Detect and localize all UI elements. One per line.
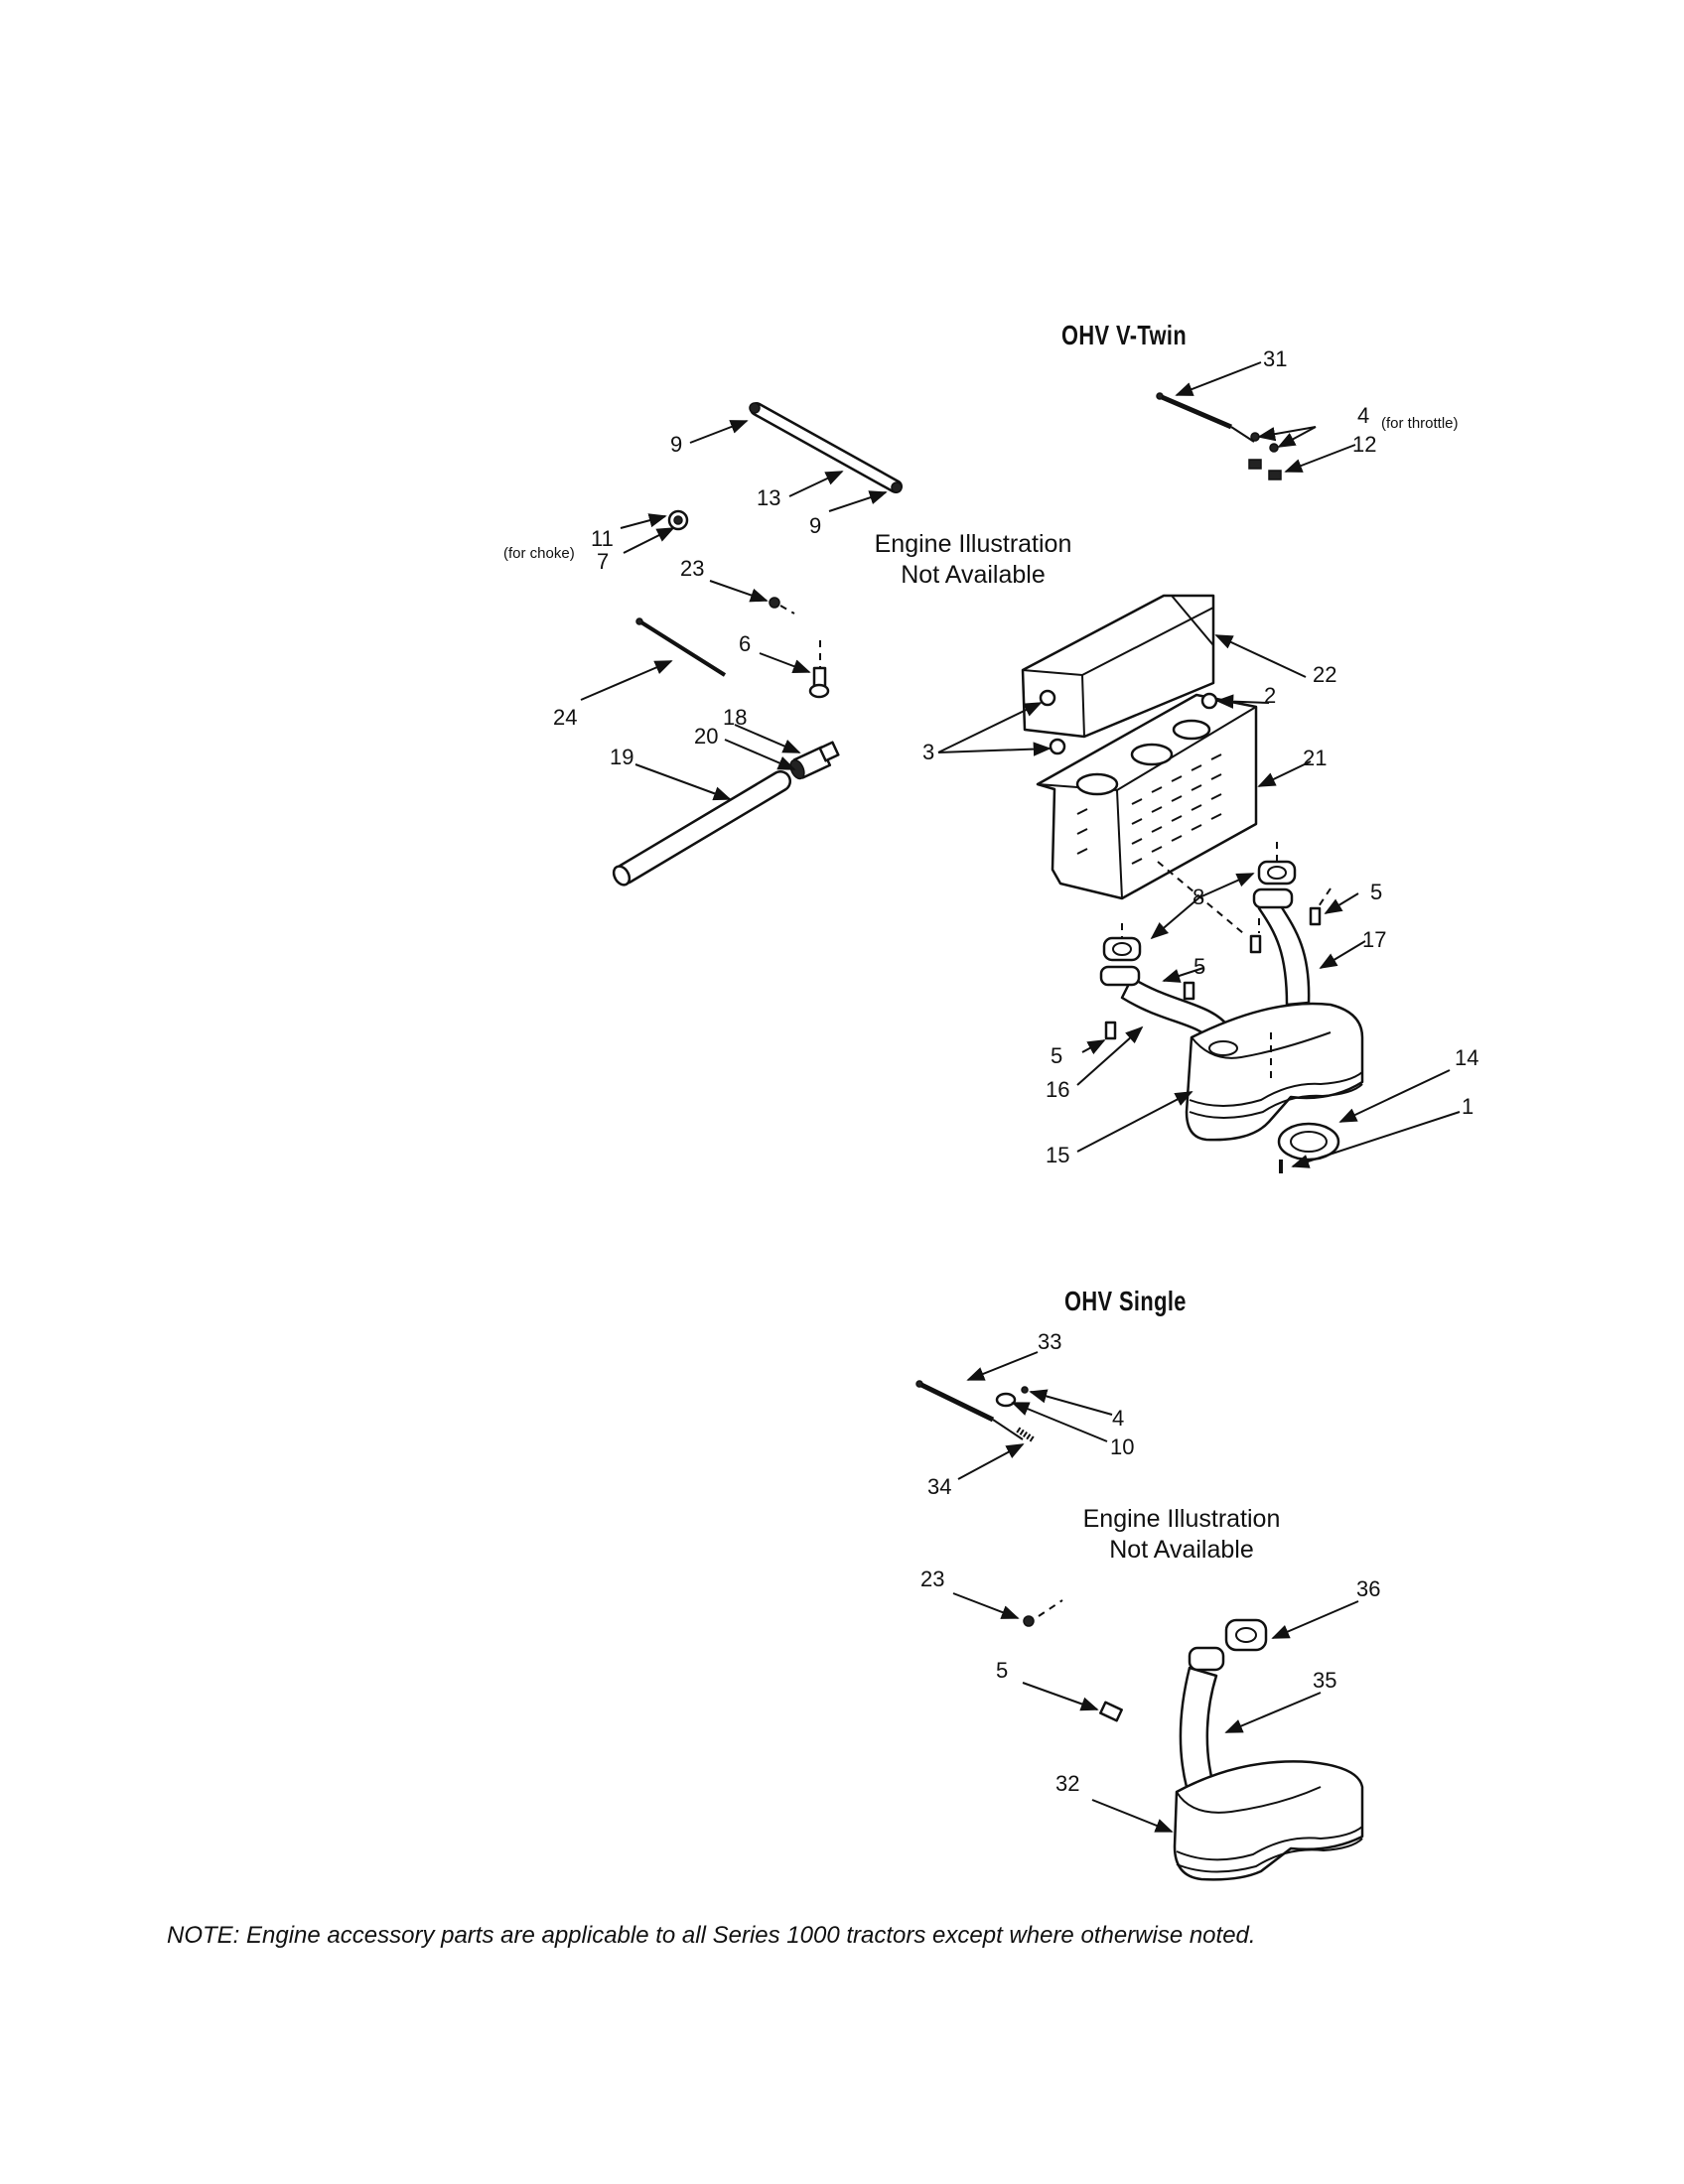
muffler-part-32 bbox=[1173, 1760, 1364, 1881]
engine-illustration-note-single: Engine Illustration Not Available bbox=[1033, 1504, 1331, 1565]
gasket-part-8 bbox=[1102, 860, 1297, 962]
cable-tie-part-24 bbox=[635, 617, 727, 677]
section-title-ohv-single: OHV Single bbox=[1064, 1286, 1187, 1316]
callout-17: 17 bbox=[1362, 927, 1387, 952]
callout-23-twin: 23 bbox=[680, 556, 705, 581]
breather-tube-part-19 bbox=[612, 770, 791, 887]
choke-rod-part-13 bbox=[749, 402, 903, 493]
callout-33: 33 bbox=[1038, 1329, 1062, 1354]
callout-4-twin: 4 bbox=[1357, 403, 1370, 428]
callout-3: 3 bbox=[922, 740, 935, 764]
callout-16: 16 bbox=[1046, 1077, 1070, 1102]
throttle-cable-part-33 bbox=[915, 1380, 1024, 1440]
leader-lines-twin bbox=[580, 361, 1461, 1168]
callout-36: 36 bbox=[1356, 1576, 1381, 1601]
nut-part-11 bbox=[667, 509, 689, 531]
callout-32: 32 bbox=[1055, 1771, 1080, 1796]
section-title-ohv-v-twin: OHV V-Twin bbox=[1061, 320, 1188, 350]
throttle-cable-part-31 bbox=[1156, 392, 1255, 443]
engine-illustration-line1-twin: Engine Illustration bbox=[874, 530, 1072, 558]
callout-4-note: (for throttle) bbox=[1381, 415, 1459, 432]
bolt-part-5-twin bbox=[1104, 906, 1322, 1040]
callout-15: 15 bbox=[1046, 1143, 1070, 1167]
callout-23-single: 23 bbox=[920, 1567, 945, 1591]
engine-illustration-line2-twin: Not Available bbox=[901, 560, 1046, 589]
callout-34: 34 bbox=[927, 1474, 952, 1499]
bolt-part-6 bbox=[808, 640, 830, 699]
gasket-part-36 bbox=[1224, 1618, 1268, 1652]
callout-8: 8 bbox=[1193, 885, 1205, 909]
callout-9-b: 9 bbox=[809, 513, 822, 538]
callout-13: 13 bbox=[757, 485, 781, 510]
callout-7: 7 bbox=[597, 549, 610, 574]
callout-4-single: 4 bbox=[1112, 1406, 1125, 1431]
clamp-part-10 bbox=[995, 1386, 1029, 1408]
callout-5-b: 5 bbox=[1193, 954, 1206, 979]
spring-part-34 bbox=[1016, 1427, 1035, 1442]
callout-11-note: (for choke) bbox=[503, 545, 575, 562]
engine-illustration-line1-single: Engine Illustration bbox=[1082, 1505, 1281, 1533]
callout-2: 2 bbox=[1264, 683, 1277, 708]
bolt-part-5-single bbox=[1099, 1701, 1123, 1722]
callout-9-a: 9 bbox=[670, 432, 683, 457]
callout-22: 22 bbox=[1313, 662, 1337, 687]
callout-31: 31 bbox=[1263, 346, 1288, 371]
callout-1: 1 bbox=[1462, 1094, 1474, 1119]
clamp-part-4-twin bbox=[1248, 432, 1282, 480]
callout-24: 24 bbox=[553, 705, 578, 730]
callout-18: 18 bbox=[723, 705, 748, 730]
callout-11: 11 bbox=[591, 526, 614, 551]
callout-5-a: 5 bbox=[1051, 1043, 1063, 1068]
nut-part-23-single bbox=[1023, 1615, 1035, 1627]
engine-illustration-line2-single: Not Available bbox=[1109, 1535, 1254, 1564]
fitting-part-18 bbox=[789, 741, 840, 780]
callout-21: 21 bbox=[1303, 746, 1328, 770]
callout-12: 12 bbox=[1352, 432, 1377, 457]
nut-part-2 bbox=[1200, 692, 1218, 710]
callout-20: 20 bbox=[694, 724, 719, 749]
callout-5-single: 5 bbox=[996, 1658, 1009, 1683]
callout-19: 19 bbox=[610, 745, 634, 769]
exhaust-pipe-part-17 bbox=[1252, 887, 1311, 1007]
callout-5-c: 5 bbox=[1370, 880, 1383, 904]
engine-illustration-note-twin: Engine Illustration Not Available bbox=[824, 529, 1122, 590]
muffler-part-15 bbox=[1185, 1002, 1364, 1142]
exhaust-pipe-part-35 bbox=[1179, 1646, 1225, 1789]
nut-part-23-twin bbox=[769, 597, 780, 609]
leader-lines-single bbox=[952, 1351, 1359, 1833]
footnote: NOTE: Engine accessory parts are applica… bbox=[167, 1922, 1256, 1949]
callout-35: 35 bbox=[1313, 1668, 1337, 1693]
heat-shield-part-22 bbox=[1021, 594, 1215, 739]
callout-10: 10 bbox=[1110, 1434, 1135, 1459]
callout-14: 14 bbox=[1455, 1045, 1479, 1070]
callout-6: 6 bbox=[739, 631, 752, 656]
